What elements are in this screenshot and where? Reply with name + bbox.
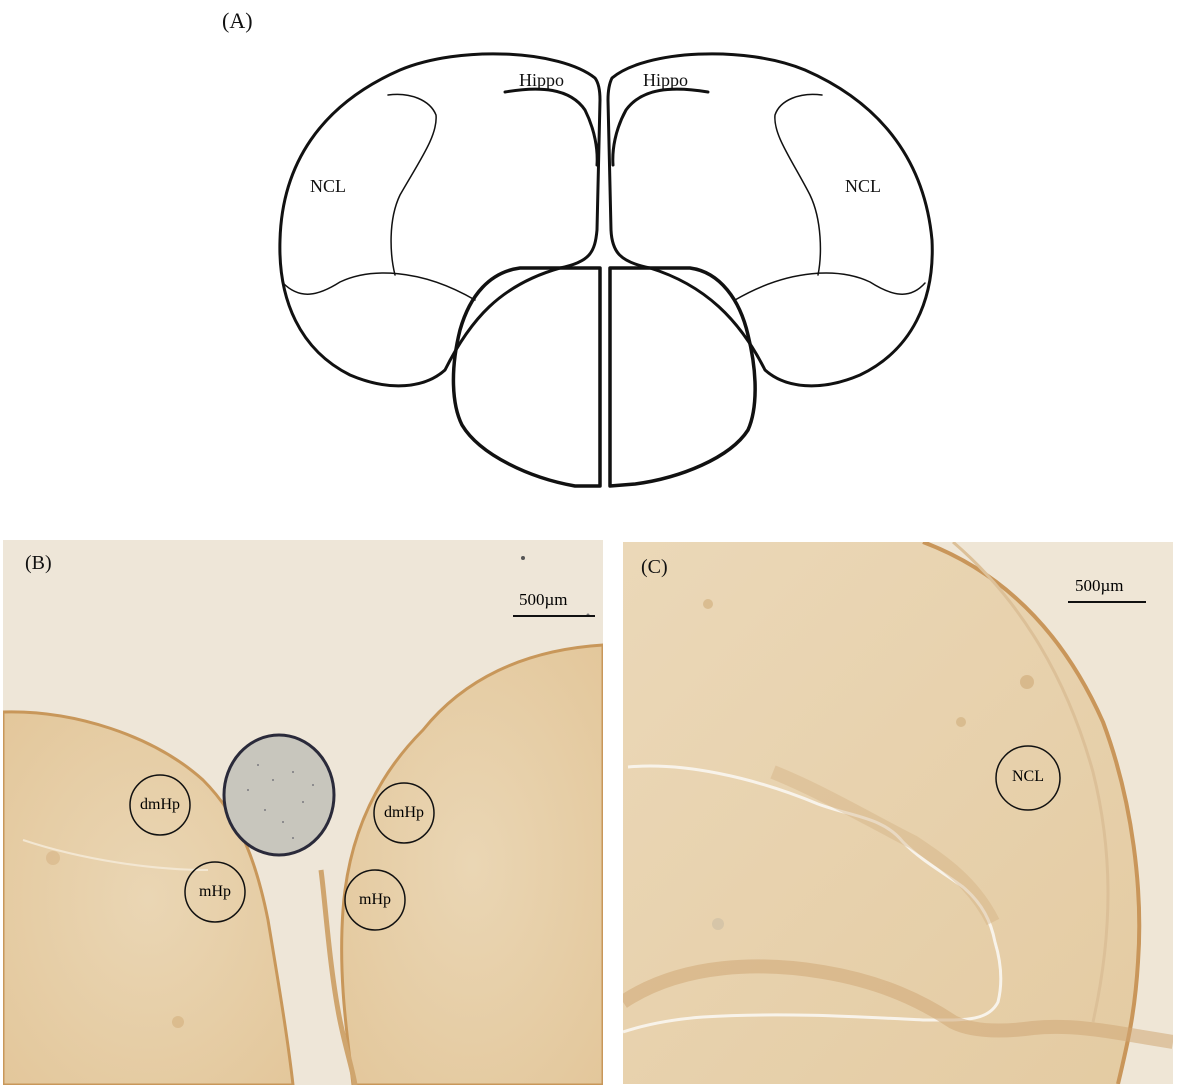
panel-c-scale-bar-label: 500µm — [1075, 576, 1124, 595]
right-lower-boundary — [734, 272, 926, 301]
left-lower-boundary — [282, 272, 476, 301]
left-central-lobe — [451, 266, 602, 488]
panel-a-diagram: Hippo Hippo NCL NCL — [278, 52, 934, 488]
ncl-left-label: NCL — [310, 176, 346, 196]
right-hippo-line — [611, 87, 710, 167]
mhp-right-label: mHp — [359, 891, 391, 908]
hippo-right-label: Hippo — [643, 70, 688, 90]
left-ncl-boundary — [387, 93, 437, 276]
right-ncl-boundary — [774, 93, 823, 276]
panel-c-photo: (C) 500µm NCL — [623, 542, 1173, 1084]
left-hippo-line — [503, 87, 599, 167]
mhp-left-label: mHp — [199, 883, 231, 900]
ncl-right-label: NCL — [845, 176, 881, 196]
right-hemisphere-outline — [606, 52, 934, 388]
panel-b-scale-bar-label: 500µm — [519, 590, 568, 609]
dmhp-left-label: dmHp — [140, 796, 180, 813]
panel-a-label: (A) — [222, 8, 253, 33]
right-central-lobe — [608, 266, 757, 488]
ncl-c-label: NCL — [1012, 768, 1044, 785]
panel-b-label: (B) — [25, 552, 52, 574]
panel-b-photo: (B) 500µm dmHp mHp dmHp mHp — [3, 540, 603, 1085]
left-hemisphere-outline — [278, 52, 602, 388]
dmhp-right-label: dmHp — [384, 804, 424, 821]
panel-c-label: (C) — [641, 556, 668, 578]
hippo-left-label: Hippo — [519, 70, 564, 90]
